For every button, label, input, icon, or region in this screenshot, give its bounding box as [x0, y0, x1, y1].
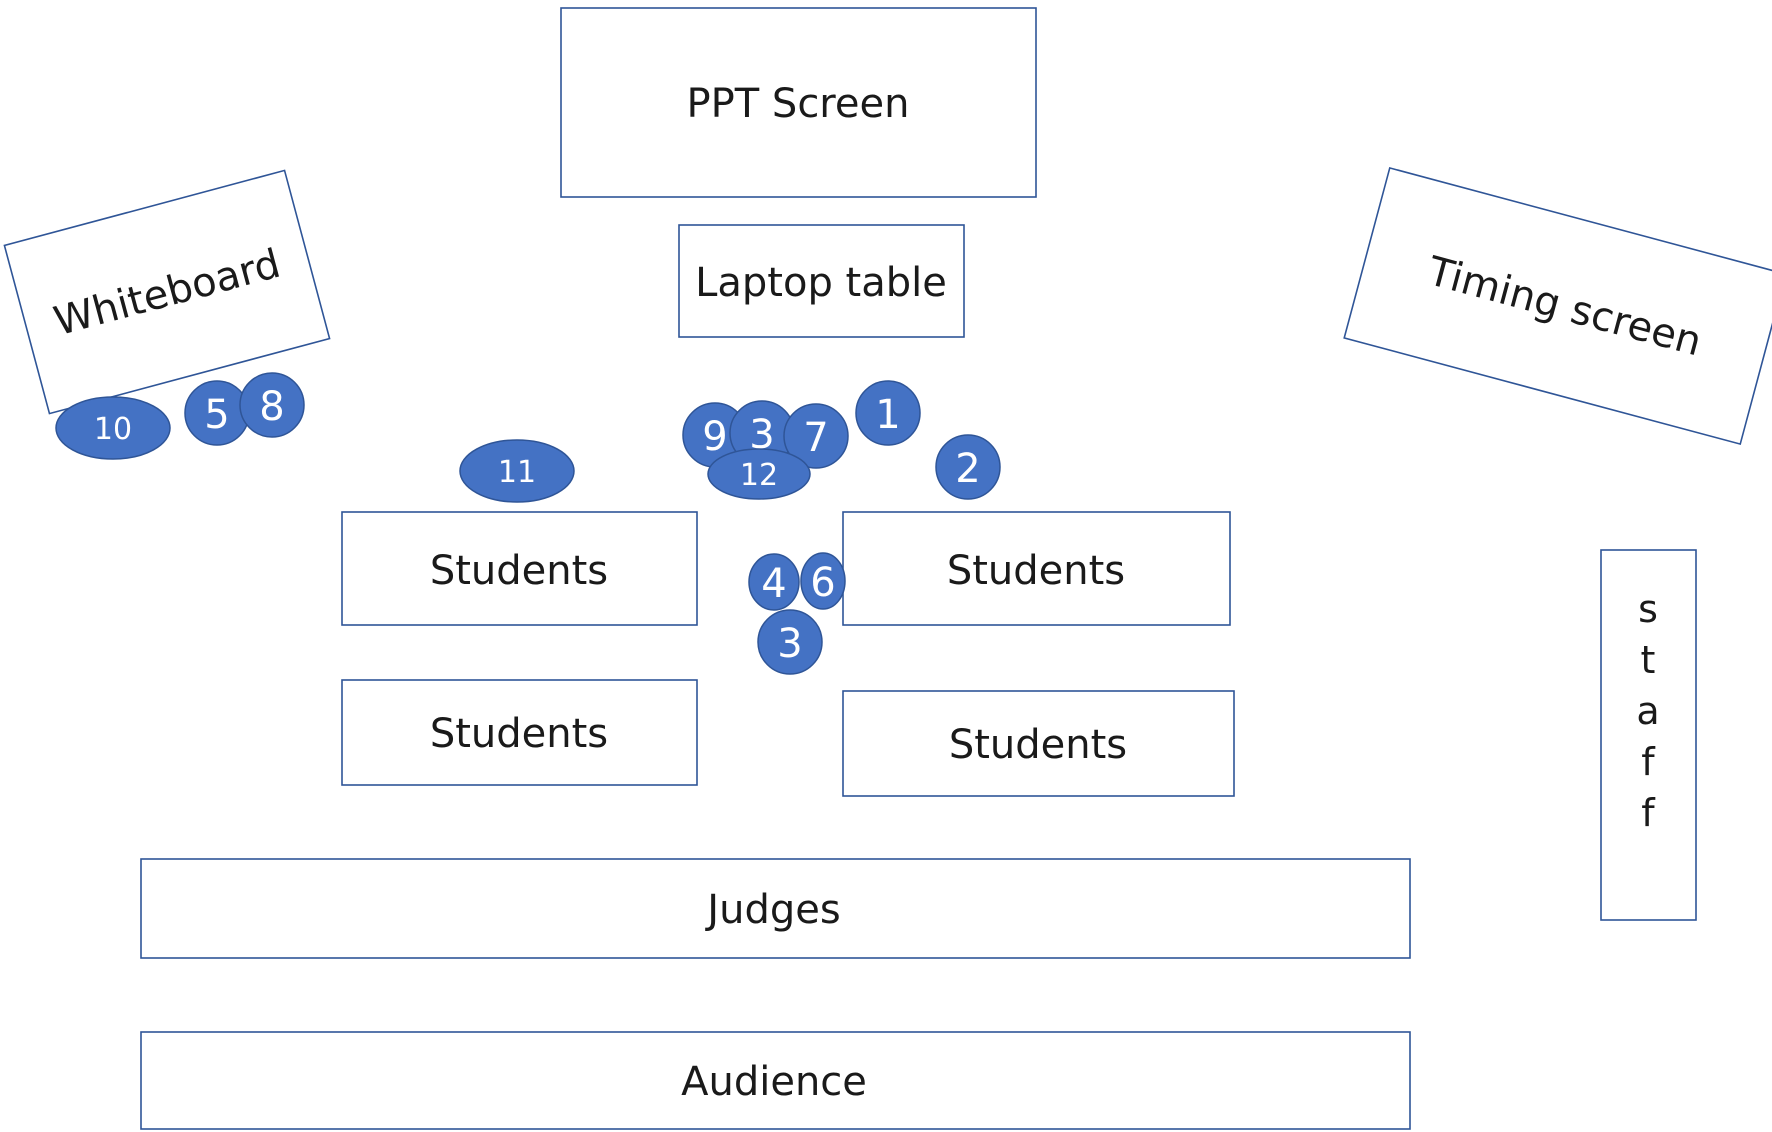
students-label: Students	[430, 711, 608, 757]
judges-table: Judges	[140, 858, 1411, 959]
staff-letter: a	[1636, 689, 1659, 733]
marker-7: 7	[783, 403, 849, 469]
students-label: Students	[949, 722, 1127, 768]
marker-number: 6	[810, 560, 835, 606]
position-markers: 10 5 8 9 3 7 1 12	[55, 372, 1001, 675]
marker-1: 1	[855, 380, 921, 446]
marker-2: 2	[935, 434, 1001, 500]
timing-screen: Timing screen	[1343, 166, 1772, 446]
ppt-screen: PPT Screen	[560, 7, 1037, 198]
marker-12: 12	[707, 448, 811, 500]
marker-number: 12	[740, 458, 778, 493]
staff-letter: s	[1638, 587, 1658, 631]
audience-label: Audience	[681, 1059, 867, 1105]
students-table-front-right: Students	[842, 511, 1231, 626]
staff-letter: f	[1641, 791, 1656, 835]
staff-letter: t	[1641, 638, 1656, 682]
whiteboard: Whiteboard	[3, 169, 331, 415]
staff-letter: f	[1641, 740, 1656, 784]
marker-number: 10	[94, 412, 132, 447]
students-table-back-left: Students	[341, 679, 698, 786]
marker-number: 4	[761, 561, 786, 607]
marker-4: 4	[748, 553, 800, 611]
marker-number: 7	[803, 415, 828, 461]
students-table-back-right: Students	[842, 690, 1235, 797]
marker-11: 11	[459, 439, 575, 503]
laptop-table: Laptop table	[678, 224, 965, 338]
marker-9: 9	[682, 402, 748, 468]
marker-number: 2	[955, 446, 980, 492]
marker-10: 10	[55, 396, 171, 460]
marker-6: 6	[800, 552, 846, 610]
marker-number: 9	[702, 414, 727, 460]
students-label: Students	[947, 548, 1125, 594]
judges-label: Judges	[704, 887, 840, 933]
marker-number: 3	[777, 621, 802, 667]
marker-number: 1	[875, 392, 900, 438]
ppt-screen-label: PPT Screen	[687, 81, 910, 127]
marker-number: 8	[259, 384, 284, 430]
laptop-table-label: Laptop table	[695, 260, 947, 306]
students-label: Students	[430, 548, 608, 594]
audience-area: Audience	[140, 1031, 1411, 1130]
marker-3-bottom: 3	[757, 609, 823, 675]
marker-8: 8	[239, 372, 305, 438]
marker-5: 5	[184, 380, 250, 446]
marker-number: 5	[204, 392, 229, 438]
marker-number: 11	[498, 455, 536, 490]
students-table-front-left: Students	[341, 511, 698, 626]
staff-area: s t a f f	[1600, 549, 1697, 921]
